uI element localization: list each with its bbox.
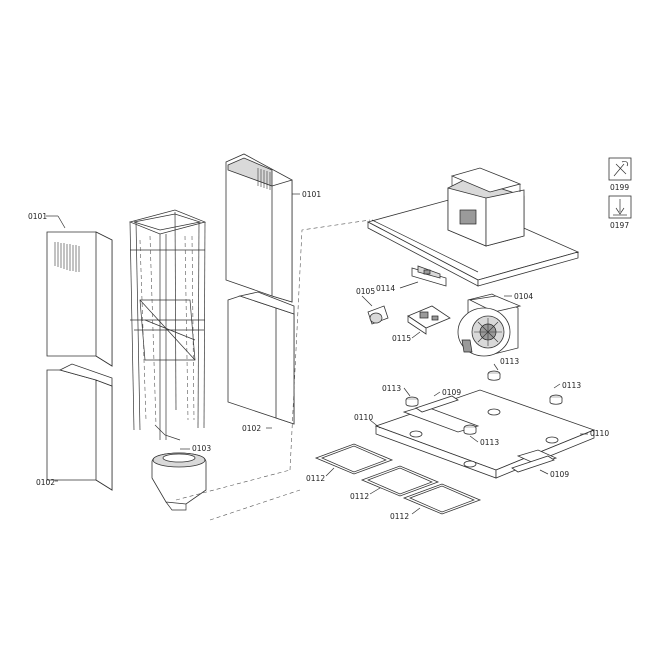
light-cap-c (463, 424, 477, 435)
label-0113-a: 0113 (382, 384, 401, 393)
light-cap-b (487, 370, 501, 381)
label-0112-c: 0112 (390, 512, 409, 521)
light-cap-a (405, 396, 419, 407)
label-0102-right: 0102 (242, 424, 261, 433)
switch-0114 (411, 265, 447, 287)
screwdriver-down-icon (608, 195, 632, 219)
label-0102-left: 0102 (36, 478, 55, 487)
grease-filter-c (402, 483, 482, 515)
label-0103: 0103 (192, 444, 211, 453)
label-0112-b: 0112 (350, 492, 369, 501)
label-0112-a: 0112 (306, 474, 325, 483)
motor-blower (457, 293, 522, 357)
label-0113-c: 0113 (480, 438, 499, 447)
control-board-0115 (407, 305, 451, 335)
filter-strip-b (511, 455, 555, 473)
support-frame (128, 209, 207, 441)
label-0109-b: 0109 (550, 470, 569, 479)
label-0105: 0105 (356, 287, 375, 296)
label-0199: 0199 (610, 183, 629, 192)
capacitor-0105 (367, 305, 389, 325)
label-0113-b: 0113 (500, 357, 519, 366)
bottom-panel-0110 (374, 389, 596, 479)
chimney-upper-left (46, 231, 113, 367)
filter-strip-a (415, 395, 459, 413)
label-0104: 0104 (514, 292, 533, 301)
chimney-lower-left (46, 363, 113, 491)
label-0115: 0115 (392, 334, 411, 343)
light-cap-d (549, 394, 563, 405)
label-0114: 0114 (376, 284, 395, 293)
chimney-upper-right (225, 153, 293, 303)
label-0101-left: 0101 (28, 212, 47, 221)
grease-filter-b (360, 465, 440, 497)
hood-canopy (366, 167, 580, 287)
label-0197: 0197 (610, 221, 629, 230)
duct-adapter (151, 452, 207, 511)
label-0113-d: 0113 (562, 381, 581, 390)
label-0110-b: 0110 (590, 429, 609, 438)
label-0109-a: 0109 (442, 388, 461, 397)
label-0101-right: 0101 (302, 190, 321, 199)
wrench-screwdriver-icon (608, 157, 632, 181)
label-0110-a: 0110 (354, 413, 373, 422)
grease-filter-a (314, 443, 394, 475)
chimney-lower-right (227, 291, 295, 425)
